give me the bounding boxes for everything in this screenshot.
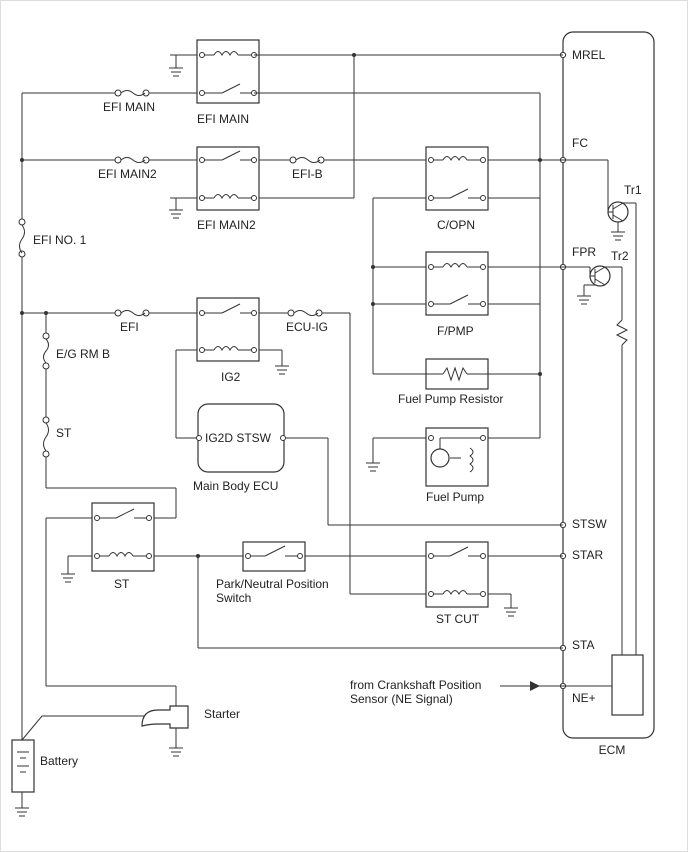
- battery: Battery: [11, 739, 78, 817]
- fuse-efi-no1: EFI NO. 1: [18, 218, 87, 258]
- tr2-label: Tr2: [611, 249, 629, 263]
- fuse-ecu-ig: ECU-IG: [259, 309, 426, 595]
- crank-sensor-label-1: from Crankshaft Position: [350, 678, 481, 692]
- fuel-pump-resistor-label: Fuel Pump Resistor: [398, 392, 503, 406]
- relay-efi-main-label: EFI MAIN: [197, 112, 249, 126]
- relay-st-cut: ST CUT: [425, 541, 563, 626]
- relay-c-opn-label: C/OPN: [437, 218, 475, 232]
- pin-stsw-label: STSW: [572, 517, 607, 531]
- fuse-efi-label: EFI: [120, 320, 139, 334]
- fuse-efi-main2: EFI MAIN2: [22, 156, 197, 181]
- fuse-efi-b: EFI-B: [259, 156, 563, 181]
- fuse-efi-main2-label: EFI MAIN2: [98, 167, 157, 181]
- crankshaft-sensor-input: from Crankshaft Position Sensor (NE Sign…: [350, 678, 612, 706]
- pin-fc-label: FC: [572, 136, 588, 150]
- park-neutral-switch: Park/Neutral Position Switch: [216, 541, 426, 605]
- main-body-ecu-pins: IG2D STSW: [205, 431, 272, 445]
- starter-label: Starter: [204, 707, 240, 721]
- relay-st: ST: [61, 502, 563, 649]
- transistor-tr2: Tr2: [563, 249, 629, 655]
- ecm-block: ECM MREL FC FPR STSW STAR STA NE+: [559, 31, 655, 757]
- relay-f-pmp-label: F/PMP: [437, 324, 474, 338]
- tr1-label: Tr1: [624, 183, 642, 197]
- fuel-pump-resistor: Fuel Pump Resistor: [372, 198, 540, 406]
- fuse-efi: EFI: [22, 309, 197, 334]
- battery-label: Battery: [40, 754, 78, 768]
- park-neutral-label-2: Switch: [216, 591, 251, 605]
- relay-st-cut-label: ST CUT: [436, 612, 480, 626]
- ne-input-block: [611, 654, 644, 716]
- fuse-efi-b-label: EFI-B: [292, 167, 323, 181]
- main-body-ecu: IG2D STSW Main Body ECU: [193, 403, 563, 526]
- pin-fpr-label: FPR: [572, 245, 596, 259]
- fuel-pump-label: Fuel Pump: [426, 490, 484, 504]
- starter: Starter: [141, 705, 240, 757]
- crank-sensor-label-2: Sensor (NE Signal): [350, 692, 453, 706]
- ecm-label: ECM: [599, 743, 626, 757]
- fuse-efi-main: EFI MAIN: [22, 89, 197, 114]
- main-bus-wiring: [20, 93, 177, 741]
- pin-ne-label: NE+: [572, 691, 596, 705]
- fuse-efi-no1-label: EFI NO. 1: [33, 233, 87, 247]
- transistor-tr1: Tr1: [563, 159, 642, 655]
- pin-mrel-label: MREL: [572, 48, 606, 62]
- main-body-ecu-label: Main Body ECU: [193, 479, 278, 493]
- relay-ig2-label: IG2: [221, 370, 241, 384]
- relay-efi-main: EFI MAIN: [169, 39, 563, 126]
- fuse-st-label: ST: [56, 426, 72, 440]
- fuse-eg-rm-b-label: E/G RM B: [56, 347, 110, 361]
- pin-star-label: STAR: [572, 548, 603, 562]
- relay-efi-main2-label: EFI MAIN2: [197, 218, 256, 232]
- relay-c-opn: C/OPN: [373, 93, 541, 232]
- park-neutral-label-1: Park/Neutral Position: [216, 577, 329, 591]
- relay-efi-main2: EFI MAIN2: [169, 55, 355, 232]
- fuse-st: ST: [42, 416, 72, 458]
- relay-st-label: ST: [114, 577, 130, 591]
- relay-ig2: IG2: [175, 297, 289, 439]
- fuse-ecu-ig-label: ECU-IG: [286, 320, 328, 334]
- fuse-efi-main-label: EFI MAIN: [103, 100, 155, 114]
- relay-f-pmp: F/PMP: [371, 198, 563, 438]
- fuse-eg-rm-b: E/G RM B: [42, 332, 110, 370]
- pin-sta-label: STA: [572, 638, 594, 652]
- fuel-pump: Fuel Pump: [366, 427, 540, 504]
